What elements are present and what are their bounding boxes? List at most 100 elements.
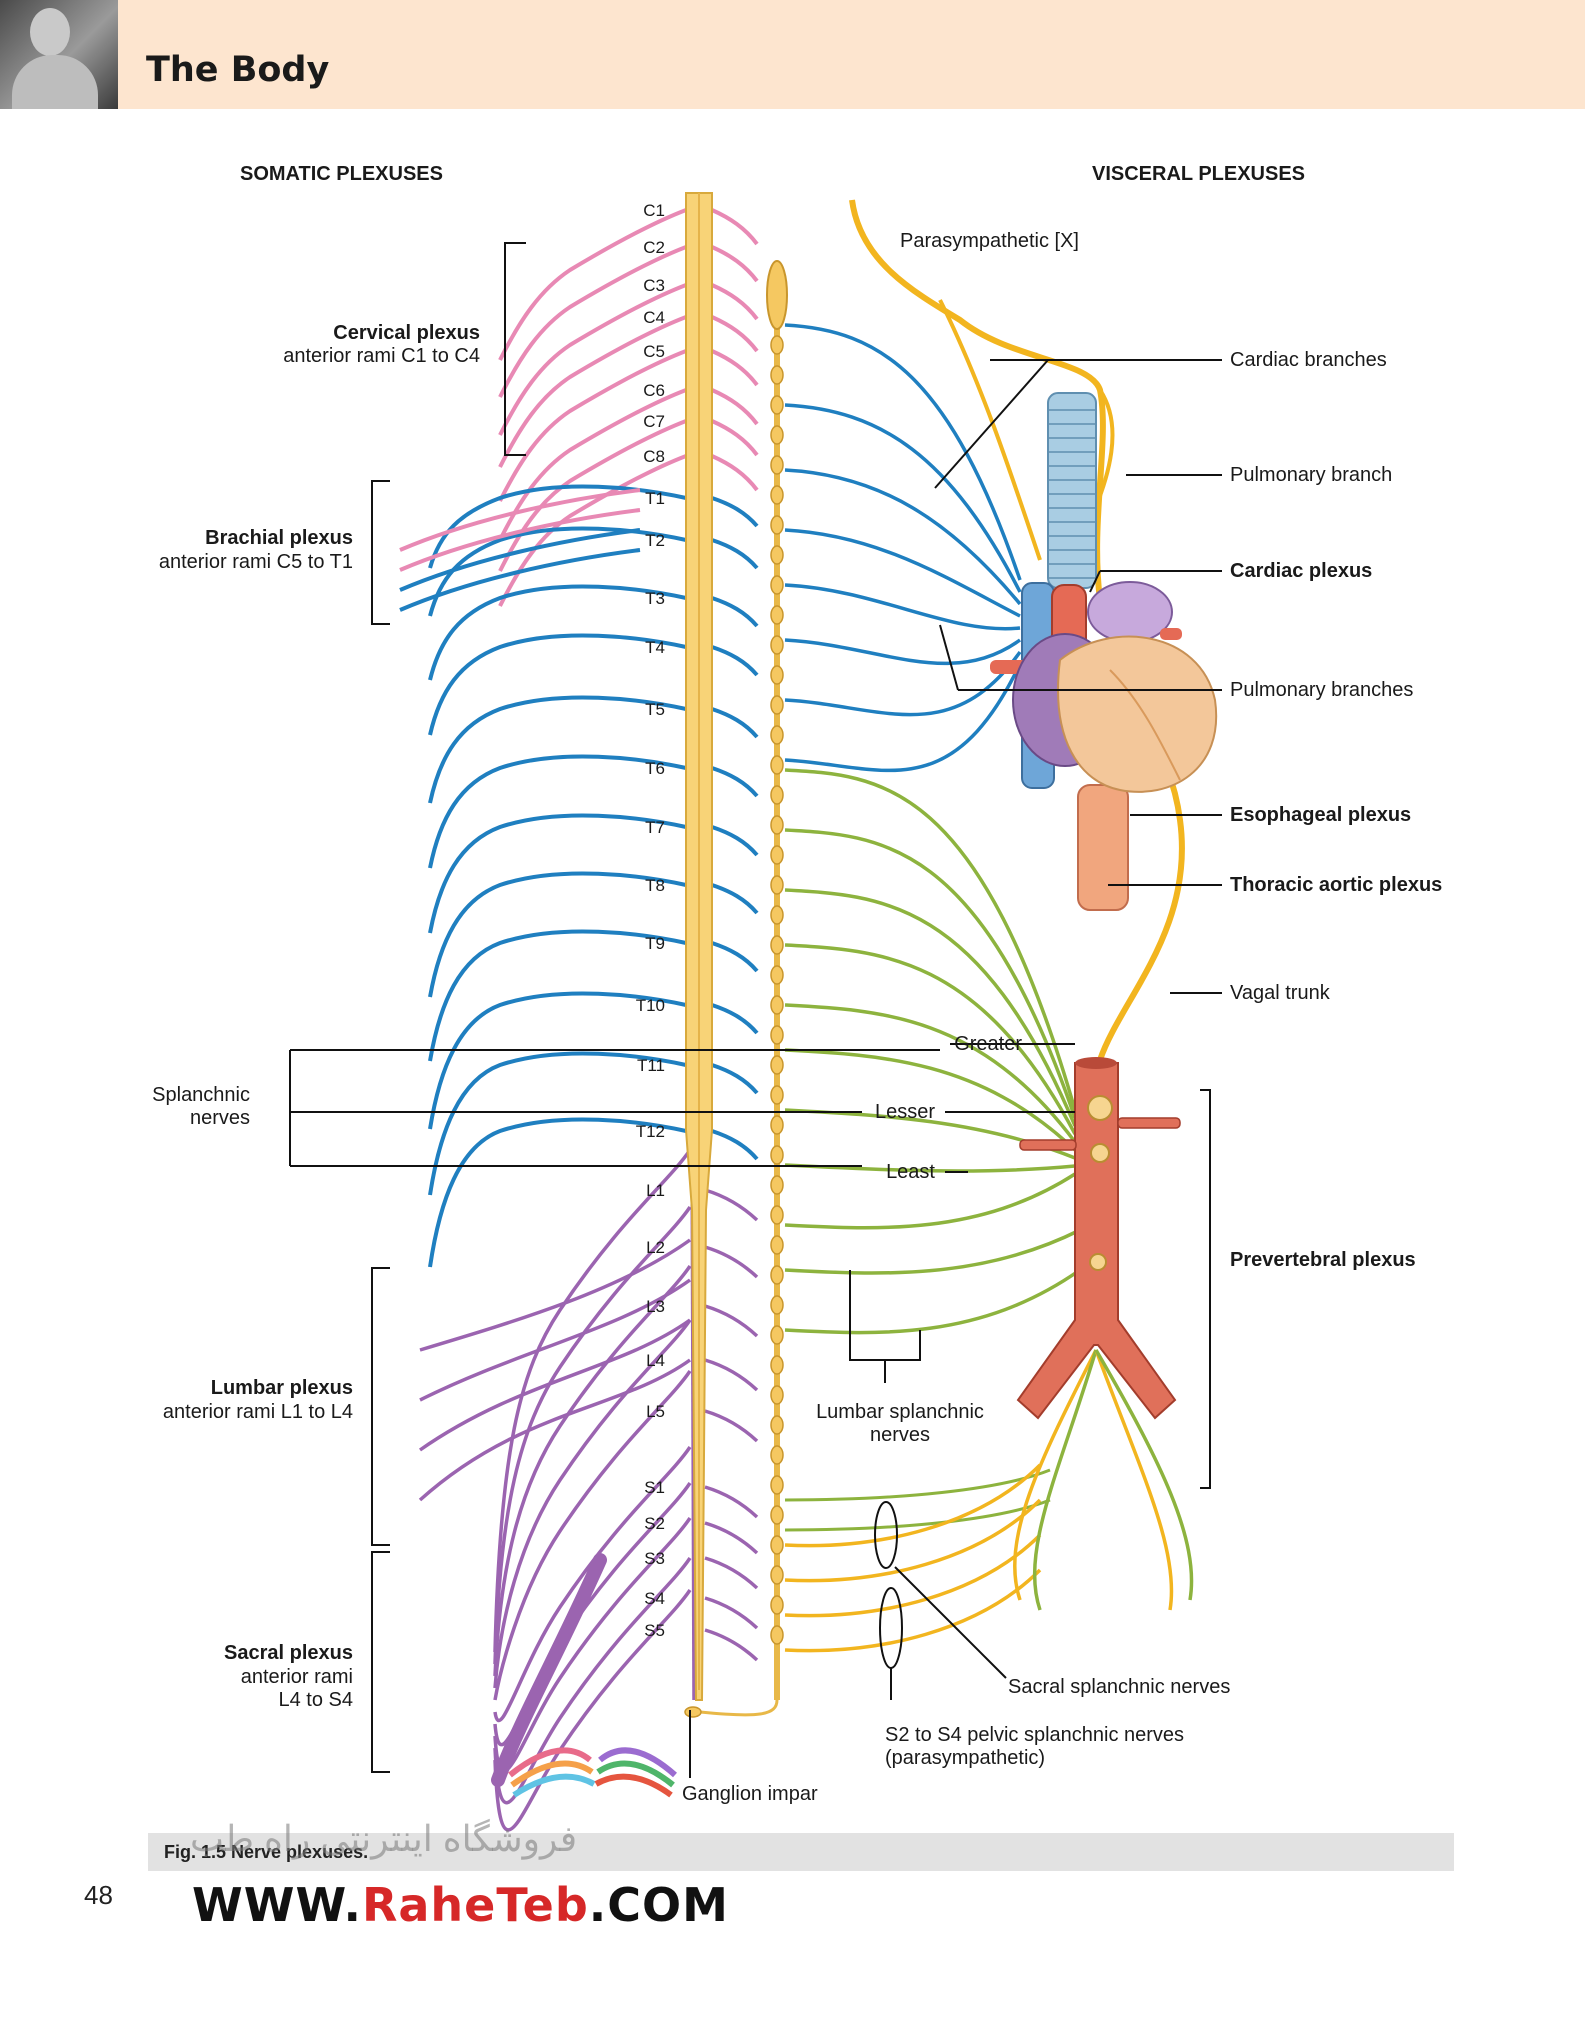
lumbosacral-ramus-l5 bbox=[493, 1370, 692, 1701]
segment-label-l2: L2 bbox=[646, 1238, 665, 1257]
sympathetic-ganglion bbox=[770, 575, 784, 595]
lumbosacral-posterior-s5 bbox=[704, 1628, 759, 1662]
lumbosacral-ramus-l3 bbox=[493, 1265, 692, 1677]
thoracic-posterior-ramus-8 bbox=[711, 883, 759, 915]
sympathetic-ganglion bbox=[770, 725, 784, 745]
sympathetic-ganglion bbox=[770, 695, 784, 715]
segment-label-t9: T9 bbox=[645, 934, 665, 953]
caption-bar bbox=[148, 1833, 1454, 1871]
sympathetic-ganglion bbox=[770, 1235, 784, 1255]
somatic-nerves bbox=[399, 208, 759, 1832]
cervical-posterior-ramus-3 bbox=[711, 283, 759, 321]
splanchnic-nerve-11 bbox=[784, 1268, 1082, 1335]
splanchnic-nerve-6 bbox=[784, 1048, 1077, 1152]
rahetb-book-logo bbox=[508, 1747, 677, 1798]
lumbar-branch-2 bbox=[419, 1278, 692, 1402]
heart-illustration bbox=[990, 392, 1218, 911]
label-prevertebral-plexus: Prevertebral plexus bbox=[1230, 1249, 1416, 1271]
thoracic-posterior-ramus-1 bbox=[711, 496, 759, 528]
cervical-ramus-1 bbox=[498, 208, 687, 361]
sympathetic-ganglion bbox=[770, 815, 784, 835]
segment-label-s3: S3 bbox=[644, 1549, 665, 1568]
sympathetic-ganglion bbox=[770, 785, 784, 805]
thoracic-ramus-6 bbox=[428, 754, 687, 869]
lumbosacral-posterior-s3 bbox=[704, 1556, 759, 1590]
segment-label-c5: C5 bbox=[643, 342, 665, 361]
sympathetic-ganglion bbox=[770, 1505, 784, 1525]
thoracic-posterior-ramus-12 bbox=[711, 1129, 759, 1161]
thoracic-ramus-5 bbox=[428, 695, 687, 804]
segment-label-s2: S2 bbox=[644, 1514, 665, 1533]
sympathetic-ganglion bbox=[770, 1265, 784, 1285]
lumbosacral-ramus-l4 bbox=[493, 1319, 692, 1689]
label-sacral-sub1: anterior rami bbox=[241, 1666, 353, 1688]
thoracic-ramus-2 bbox=[428, 526, 687, 617]
visceral-nerves bbox=[784, 199, 1194, 1653]
thoracic-ramus-8 bbox=[428, 871, 687, 998]
page-number: 48 bbox=[84, 1880, 113, 1910]
sympathetic-ganglion bbox=[770, 1445, 784, 1465]
thoracic-posterior-ramus-2 bbox=[711, 538, 759, 570]
lumbar-branch-1 bbox=[419, 1238, 692, 1352]
segment-label-s5: S5 bbox=[644, 1621, 665, 1640]
cervical-posterior-ramus-5 bbox=[711, 349, 759, 387]
sympathetic-ganglion bbox=[770, 1085, 784, 1105]
sympathetic-ganglion bbox=[770, 1145, 784, 1165]
segment-label-c6: C6 bbox=[643, 381, 665, 400]
segment-label-t2: T2 bbox=[645, 531, 665, 550]
label-brachial-sub: anterior rami C5 to T1 bbox=[159, 551, 353, 573]
splanchnic-nerve-9 bbox=[784, 1172, 1076, 1230]
label-esophageal-plexus: Esophageal plexus bbox=[1230, 804, 1411, 826]
splanchnic-nerve-2 bbox=[784, 828, 1077, 1119]
cardiopulmonary-nerve-8 bbox=[784, 663, 1022, 773]
cardiopulmonary-nerve-7 bbox=[784, 650, 1022, 717]
thoracic-ramus-11 bbox=[428, 1051, 687, 1196]
sympathetic-ganglion bbox=[770, 1475, 784, 1495]
thoracic-posterior-ramus-7 bbox=[711, 825, 759, 857]
label-splanchnic-2: nerves bbox=[190, 1107, 250, 1129]
label-sacral-sub2: L4 to S4 bbox=[278, 1689, 353, 1711]
segment-label-c2: C2 bbox=[643, 238, 665, 257]
brachial-branch-2 bbox=[399, 508, 641, 572]
label-greater: Greater bbox=[954, 1033, 1022, 1055]
label-cardiac-branches: Cardiac branches bbox=[1230, 349, 1387, 371]
cardiopulmonary-nerve-1 bbox=[784, 323, 1022, 581]
segment-label-t8: T8 bbox=[645, 876, 665, 895]
sympathetic-ganglion bbox=[770, 1385, 784, 1405]
sympathetic-ganglion bbox=[770, 875, 784, 895]
sympathetic-ganglion bbox=[770, 635, 784, 655]
label-least: Least bbox=[886, 1161, 935, 1183]
segment-label-l5: L5 bbox=[646, 1402, 665, 1421]
sympathetic-ganglion bbox=[770, 395, 784, 415]
brachial-branch-4 bbox=[399, 548, 641, 612]
sympathetic-ganglion bbox=[770, 605, 784, 625]
sympathetic-ganglion bbox=[770, 665, 784, 685]
thoracic-posterior-ramus-5 bbox=[711, 707, 759, 739]
lumbosacral-posterior-s1 bbox=[704, 1485, 759, 1519]
segment-label-t10: T10 bbox=[636, 996, 665, 1015]
sympathetic-ganglion bbox=[770, 545, 784, 565]
sympathetic-ganglion bbox=[770, 1325, 784, 1345]
sympathetic-ganglion bbox=[770, 1025, 784, 1045]
label-brachial-plexus: Brachial plexus bbox=[205, 527, 353, 549]
pelvic-plexus-branch-2 bbox=[1032, 1349, 1098, 1611]
segment-label-t6: T6 bbox=[645, 759, 665, 778]
watermark-url: WWW.RaheTeb.COM bbox=[192, 1878, 729, 1932]
sympathetic-ganglion bbox=[770, 965, 784, 985]
cardiopulmonary-nerve-5 bbox=[784, 583, 1021, 631]
sympathetic-ganglion bbox=[770, 755, 784, 775]
segment-label-t11: T11 bbox=[637, 1056, 665, 1075]
pelvic-splanchnic-nerve-2 bbox=[784, 1498, 1042, 1583]
heading-visceral: VISCERAL PLEXUSES bbox=[1092, 163, 1305, 185]
label-lumbar-splanchnic-1: Lumbar splanchnic bbox=[816, 1401, 984, 1423]
label-pulmonary-branch: Pulmonary branch bbox=[1230, 464, 1392, 486]
pelvic-plexus-branch-3 bbox=[1094, 1349, 1174, 1611]
leader-lines bbox=[289, 242, 1222, 1778]
segment-label-l4: L4 bbox=[646, 1351, 665, 1370]
trunk-tail bbox=[699, 1699, 779, 1717]
label-lumbar-plexus: Lumbar plexus bbox=[211, 1377, 353, 1399]
label-lumbar-splanchnic-2: nerves bbox=[870, 1424, 930, 1446]
sympathetic-ganglion bbox=[770, 365, 784, 385]
cervical-ramus-2 bbox=[498, 245, 687, 398]
brachial-branch-3 bbox=[399, 528, 641, 592]
